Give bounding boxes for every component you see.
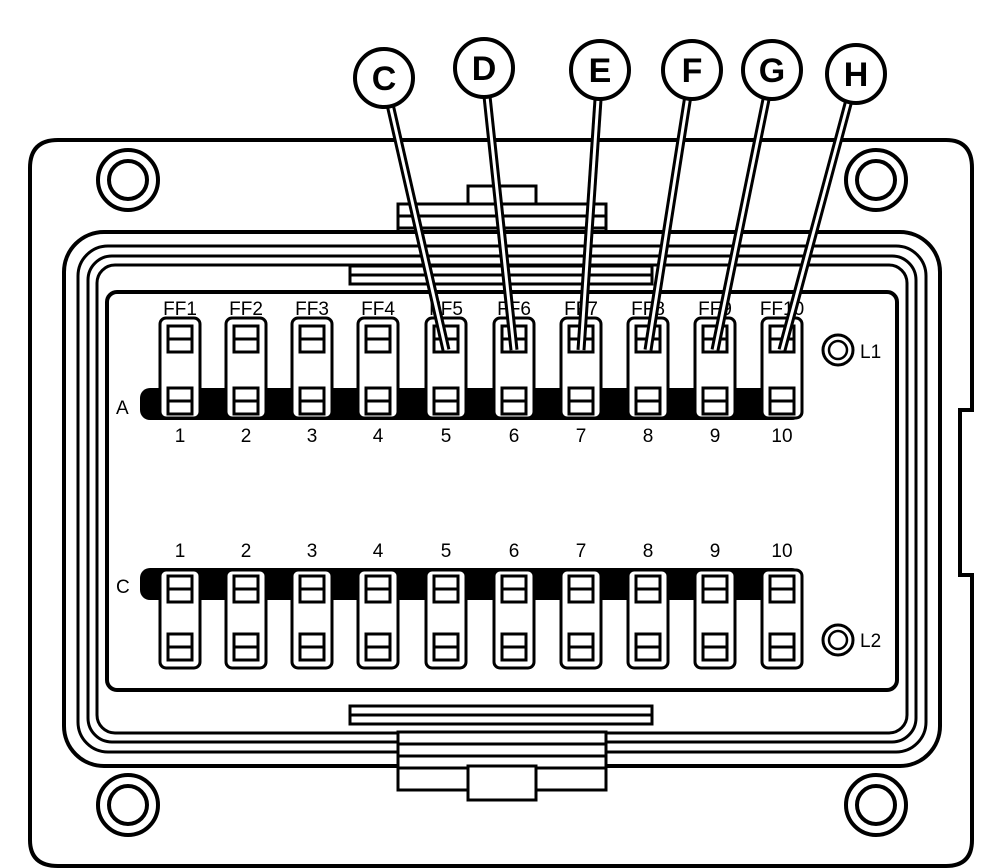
fuse-label-1: FF1 xyxy=(163,299,197,320)
callout-h-letter: H xyxy=(844,56,869,94)
fuse-c-5 xyxy=(424,568,468,670)
mounting-hole-top-left xyxy=(96,148,160,212)
row-a-number-8: 8 xyxy=(643,426,654,447)
callout-f-circle xyxy=(661,39,723,101)
callout-d-letter: D xyxy=(472,50,497,88)
fuse-a-8 xyxy=(626,316,670,420)
marker-l2-label: L2 xyxy=(860,631,881,652)
callout-g-circle xyxy=(741,39,803,101)
row-c-numbers: 1 2 3 4 5 6 7 8 9 10 xyxy=(175,541,793,562)
fuse-c-7 xyxy=(559,568,603,670)
bottom-latch xyxy=(396,730,608,802)
callout-h: H xyxy=(777,43,887,352)
row-c-number-8: 8 xyxy=(643,541,654,562)
row-c-number-4: 4 xyxy=(373,541,384,562)
callout-f: F xyxy=(643,39,723,351)
row-a-label: A xyxy=(116,398,129,419)
fuse-a-3 xyxy=(290,316,334,420)
callout-f-letter: F xyxy=(682,52,703,90)
fuse-a-9 xyxy=(693,316,737,420)
row-c-number-2: 2 xyxy=(241,541,252,562)
callout-c: C xyxy=(353,47,451,352)
row-a-number-5: 5 xyxy=(441,426,452,447)
fuse-row-a xyxy=(158,316,804,420)
fuse-c-1 xyxy=(158,568,202,670)
row-c-number-1: 1 xyxy=(175,541,186,562)
fuse-c-4 xyxy=(356,568,400,670)
fuse-a-4 xyxy=(356,316,400,420)
marker-l1: L1 xyxy=(821,333,881,367)
fuse-c-8 xyxy=(626,568,670,670)
callout-h-circle xyxy=(825,43,887,105)
row-c-number-9: 9 xyxy=(710,541,721,562)
fuse-a-1 xyxy=(158,316,202,420)
callout-g-letter: G xyxy=(759,52,785,90)
row-c-number-3: 3 xyxy=(307,541,318,562)
marker-l1-label: L1 xyxy=(860,342,881,363)
mounting-hole-top-right xyxy=(844,148,908,212)
row-c-label: C xyxy=(116,577,130,598)
fuse-c-3 xyxy=(290,568,334,670)
fuse-a-5 xyxy=(424,316,468,420)
row-c-number-5: 5 xyxy=(441,541,452,562)
callout-c-circle xyxy=(353,47,415,109)
fuse-c-6 xyxy=(492,568,536,670)
row-a-numbers: 1 2 3 4 5 6 7 8 9 10 xyxy=(175,426,793,447)
row-a-number-1: 1 xyxy=(175,426,186,447)
row-a-number-3: 3 xyxy=(307,426,318,447)
fuse-a-10 xyxy=(760,316,804,420)
row-a-number-2: 2 xyxy=(241,426,252,447)
callout-d-circle xyxy=(453,37,515,99)
marker-l2: L2 xyxy=(821,623,881,657)
fuse-a-2 xyxy=(224,316,268,420)
row-c-number-6: 6 xyxy=(509,541,520,562)
callout-e: E xyxy=(569,39,631,351)
fuse-row-c xyxy=(158,568,804,670)
fuse-c-2 xyxy=(224,568,268,670)
mounting-hole-bottom-left xyxy=(96,773,160,837)
callout-e-circle xyxy=(569,39,631,101)
row-a-number-4: 4 xyxy=(373,426,384,447)
callouts: C D E F G H xyxy=(353,37,887,352)
row-c-number-10: 10 xyxy=(771,541,792,562)
row-a-number-7: 7 xyxy=(576,426,587,447)
callout-e-letter: E xyxy=(589,52,612,90)
row-c-number-7: 7 xyxy=(576,541,587,562)
row-a-number-6: 6 xyxy=(509,426,520,447)
fuse-label-3: FF3 xyxy=(295,299,329,320)
callout-g: G xyxy=(710,39,803,351)
fuse-c-10 xyxy=(760,568,804,670)
fuse-c-9 xyxy=(693,568,737,670)
callout-d: D xyxy=(453,37,519,351)
row-a-number-9: 9 xyxy=(710,426,721,447)
fuse-label-4: FF4 xyxy=(361,299,395,320)
mounting-hole-bottom-right xyxy=(844,773,908,837)
row-a-number-10: 10 xyxy=(771,426,792,447)
callout-c-letter: C xyxy=(372,60,397,98)
fuse-label-2: FF2 xyxy=(229,299,263,320)
